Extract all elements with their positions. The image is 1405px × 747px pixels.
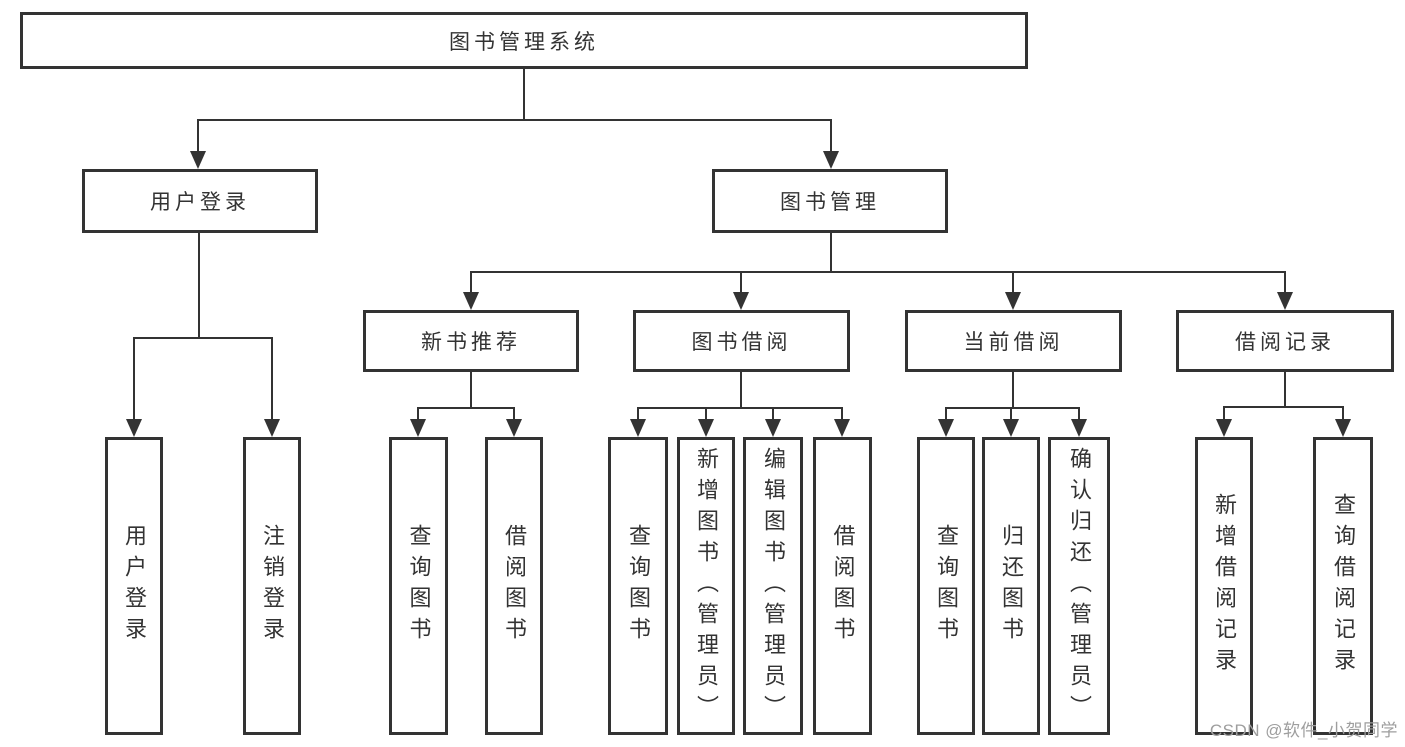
arrow-down-icon	[264, 419, 280, 437]
csdn-watermark: CSDN @软件_小贺同学	[1209, 721, 1398, 740]
arrow-down-icon	[126, 419, 142, 437]
leaf-confirm-return-admin: 确认归还（管理员）	[1048, 437, 1110, 735]
leaf-label: 查询图书	[626, 524, 651, 648]
leaf-add-book-admin: 新增图书（管理员）	[677, 437, 735, 735]
connector-line	[705, 407, 707, 421]
node-label: 新书推荐	[421, 331, 521, 354]
leaf-label: 借阅图书	[830, 524, 856, 648]
connector-line	[841, 407, 843, 421]
connector-line	[1010, 407, 1012, 421]
connector-line	[1284, 271, 1286, 293]
leaf-label: 查询图书	[406, 524, 432, 648]
connector-line	[830, 233, 832, 271]
connector-line	[830, 119, 832, 153]
leaf-query-books: 查询图书	[608, 437, 668, 735]
arrow-down-icon	[1277, 292, 1293, 310]
arrow-down-icon	[823, 151, 839, 169]
node-borrowing-records: 借阅记录	[1176, 310, 1394, 372]
node-user-login: 用户登录	[82, 169, 318, 233]
connector-line	[417, 407, 419, 421]
leaf-return-books: 归还图书	[982, 437, 1040, 735]
leaf-add-borrow-record: 新增借阅记录	[1195, 437, 1253, 735]
node-new-book-recommendation: 新书推荐	[363, 310, 579, 372]
connector-line	[1223, 406, 1343, 408]
arrow-down-icon	[698, 419, 714, 437]
connector-line	[1342, 406, 1344, 421]
leaf-label: 确认归还（管理员）	[1067, 446, 1092, 726]
connector-line	[271, 337, 273, 421]
leaf-label: 注销登录	[260, 524, 285, 648]
arrow-down-icon	[1071, 419, 1087, 437]
connector-line	[1078, 407, 1080, 421]
connector-line	[945, 407, 947, 421]
leaf-label: 查询图书	[934, 524, 959, 648]
connector-line	[197, 119, 199, 153]
leaf-query-borrow-record: 查询借阅记录	[1313, 437, 1373, 735]
connector-line	[133, 337, 135, 421]
arrow-down-icon	[1335, 419, 1351, 437]
arrow-down-icon	[630, 419, 646, 437]
node-label: 当前借阅	[963, 331, 1064, 354]
node-library-management-system: 图书管理系统	[20, 12, 1028, 69]
node-book-management: 图书管理	[712, 169, 948, 233]
node-label: 图书管理	[780, 191, 880, 214]
leaf-logout: 注销登录	[243, 437, 301, 735]
arrow-down-icon	[410, 419, 426, 437]
arrow-down-icon	[1003, 419, 1019, 437]
arrow-down-icon	[1005, 292, 1021, 310]
leaf-label: 用户登录	[122, 524, 147, 648]
arrow-down-icon	[765, 419, 781, 437]
leaf-label: 编辑图书（管理员）	[761, 446, 786, 726]
connector-line	[470, 271, 472, 293]
arrow-down-icon	[834, 419, 850, 437]
leaf-label: 借阅图书	[502, 524, 527, 648]
arrow-down-icon	[506, 419, 522, 437]
leaf-edit-book-admin: 编辑图书（管理员）	[743, 437, 803, 735]
connector-line	[470, 372, 472, 407]
connector-line	[945, 407, 1079, 409]
connector-line	[1012, 372, 1014, 407]
connector-line	[772, 407, 774, 421]
connector-line	[1223, 406, 1225, 421]
connector-line	[740, 271, 742, 293]
arrow-down-icon	[938, 419, 954, 437]
node-current-borrowing: 当前借阅	[905, 310, 1122, 372]
connector-line	[1284, 372, 1286, 406]
node-book-borrowing: 图书借阅	[633, 310, 850, 372]
leaf-user-login: 用户登录	[105, 437, 163, 735]
connector-line	[637, 407, 639, 421]
node-label: 借阅记录	[1235, 331, 1335, 354]
connector-line	[637, 407, 843, 409]
leaf-label: 查询借阅记录	[1331, 493, 1356, 679]
connector-line	[470, 271, 1286, 273]
connector-line	[133, 337, 273, 339]
node-label: 图书借阅	[691, 331, 792, 354]
arrow-down-icon	[463, 292, 479, 310]
arrow-down-icon	[1216, 419, 1232, 437]
leaf-label: 归还图书	[999, 524, 1024, 648]
leaf-query-books: 查询图书	[917, 437, 975, 735]
connector-line	[198, 233, 200, 337]
arrow-down-icon	[190, 151, 206, 169]
node-label: 图书管理系统	[449, 30, 599, 54]
connector-line	[417, 407, 514, 409]
leaf-label: 新增借阅记录	[1212, 493, 1237, 679]
connector-line	[523, 69, 525, 119]
leaf-query-books: 查询图书	[389, 437, 448, 735]
arrow-down-icon	[733, 292, 749, 310]
connector-line	[197, 119, 832, 121]
connector-line	[1012, 271, 1014, 293]
node-label: 用户登录	[150, 191, 250, 214]
leaf-borrow-books: 借阅图书	[485, 437, 543, 735]
leaf-label: 新增图书（管理员）	[694, 446, 719, 726]
connector-line	[740, 372, 742, 407]
connector-line	[513, 407, 515, 421]
leaf-borrow-books: 借阅图书	[813, 437, 872, 735]
